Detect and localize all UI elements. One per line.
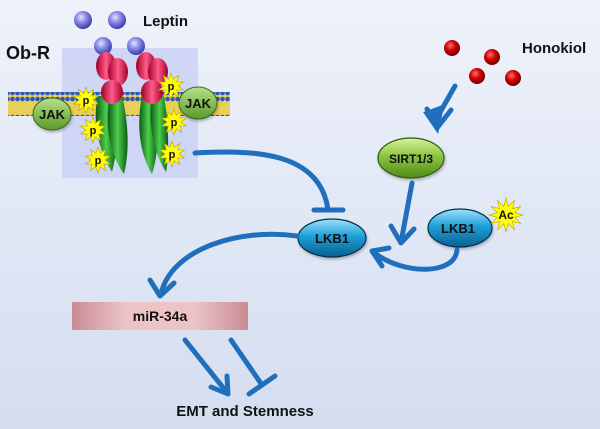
lkb1-node: LKB1	[297, 218, 367, 258]
phospho-mark: p	[84, 146, 112, 174]
leptin-label: Leptin	[143, 13, 188, 30]
acetyl-mark: Ac	[487, 196, 525, 234]
svg-text:LKB1: LKB1	[315, 231, 349, 246]
emt-stemness-label: EMT and Stemness	[176, 403, 314, 420]
svg-text:p: p	[169, 149, 176, 161]
honokiol-label: Honokiol	[522, 40, 586, 57]
phospho-mark: p	[160, 108, 188, 136]
jak-right: JAK	[178, 86, 218, 120]
svg-text:LKB1: LKB1	[441, 221, 475, 236]
arrow-mir34a-to-emt	[182, 337, 231, 397]
svg-text:Ac: Ac	[498, 208, 514, 222]
phospho-mark: p	[158, 140, 186, 168]
arrow-deacetylation	[369, 245, 460, 272]
phospho-mark: p	[157, 72, 185, 100]
inhibition-mir34a-to-emt	[228, 337, 278, 397]
svg-text:p: p	[95, 155, 102, 167]
honokiol-molecules	[444, 40, 521, 86]
phospho-mark: p	[72, 86, 100, 114]
svg-text:JAK: JAK	[185, 96, 212, 111]
jak-left: JAK	[32, 97, 72, 131]
arrow-lkb1-to-mir34a	[147, 231, 300, 299]
phosphorylation-marks: p p p p p p	[72, 72, 188, 174]
svg-text:miR-34a: miR-34a	[133, 308, 188, 324]
arrow-honokiol-to-sirt	[423, 83, 458, 134]
svg-text:p: p	[171, 117, 178, 129]
ob-r-label: Ob-R	[6, 43, 50, 63]
arrow-sirt-to-lkb1	[388, 180, 417, 246]
mir-34a-box: miR-34a	[72, 302, 248, 330]
inhibition-obr-to-lkb1	[192, 149, 346, 213]
svg-text:JAK: JAK	[39, 107, 66, 122]
phospho-mark: p	[79, 116, 107, 144]
sirt1-3-node: SIRT1/3	[377, 137, 445, 179]
lkb1-acetylated-node: LKB1	[427, 208, 493, 248]
svg-text:p: p	[90, 125, 97, 137]
svg-text:p: p	[83, 95, 90, 107]
svg-text:SIRT1/3: SIRT1/3	[389, 152, 433, 166]
leptin-molecules	[74, 11, 145, 55]
svg-text:p: p	[168, 81, 175, 93]
